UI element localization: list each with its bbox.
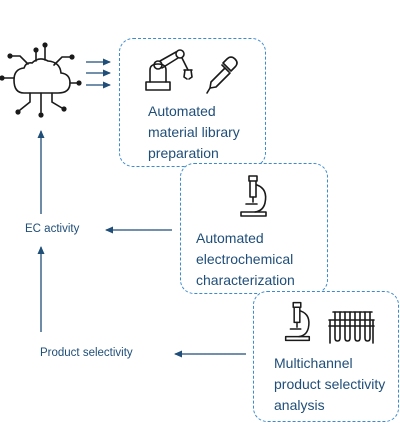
selectivity-analysis-box: [253, 291, 399, 422]
material-library-text: Automated material library preparation: [148, 103, 240, 161]
selectivity-analysis-text: Multichannel product selectivity analysi…: [274, 355, 386, 413]
ec-activity-label: EC activity: [25, 223, 80, 235]
dropper-icon: [206, 56, 238, 94]
microscope-icon: [284, 301, 311, 342]
material-library-box: [119, 38, 266, 167]
robot-arm-icon: [145, 49, 193, 91]
electrochemical-box: [180, 163, 328, 294]
cloud-network-icon: [0, 42, 82, 118]
electrochemical-text: Automated electrochemical characterizati…: [196, 230, 295, 288]
test-tube-rack-icon: [328, 311, 375, 344]
microscope-icon: [240, 175, 267, 217]
product-selectivity-label: Product selectivity: [40, 347, 133, 359]
